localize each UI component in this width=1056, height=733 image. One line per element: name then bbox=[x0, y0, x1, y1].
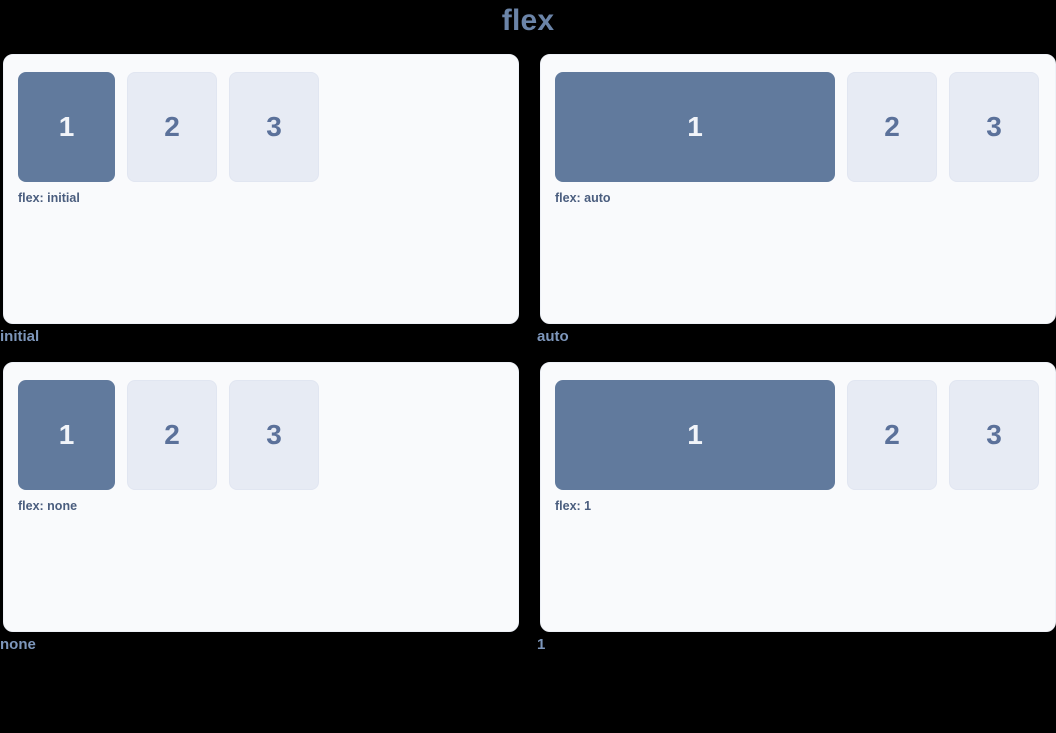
flex-item-2: 2 bbox=[847, 380, 937, 490]
demo-caption-initial: flex: initial bbox=[18, 191, 80, 205]
flex-item-1: 1 bbox=[555, 380, 835, 490]
demo-initial: 1 2 3 flex: initial initial bbox=[0, 54, 519, 346]
flex-item-3: 3 bbox=[949, 72, 1039, 182]
demo-label-none: none bbox=[0, 636, 36, 653]
flex-item-1: 1 bbox=[18, 380, 115, 490]
demo-auto: 1 2 3 flex: auto auto bbox=[537, 54, 1056, 346]
demo-label-initial: initial bbox=[0, 328, 40, 345]
demo-card-one: 1 2 3 flex: 1 bbox=[540, 362, 1056, 632]
flex-container-none: 1 2 3 bbox=[18, 380, 502, 490]
demo-none: 1 2 3 flex: none none bbox=[0, 362, 519, 654]
flex-item-1: 1 bbox=[18, 72, 115, 182]
flex-container-auto: 1 2 3 bbox=[555, 72, 1039, 182]
flex-item-1: 1 bbox=[555, 72, 835, 182]
flex-item-3: 3 bbox=[229, 72, 319, 182]
demo-caption-auto: flex: auto bbox=[555, 191, 611, 205]
demo-label-one: 1 bbox=[537, 636, 546, 653]
flex-item-2: 2 bbox=[127, 72, 217, 182]
flex-item-3: 3 bbox=[229, 380, 319, 490]
demo-card-initial: 1 2 3 flex: initial bbox=[3, 54, 519, 324]
page-title: flex bbox=[501, 4, 555, 37]
flex-item-2: 2 bbox=[127, 380, 217, 490]
demo-caption-one: flex: 1 bbox=[555, 499, 592, 513]
demo-grid: 1 2 3 flex: initial initial 1 2 3 flex: … bbox=[0, 54, 1056, 654]
demo-card-auto: 1 2 3 flex: auto bbox=[540, 54, 1056, 324]
demo-card-none: 1 2 3 flex: none bbox=[3, 362, 519, 632]
demo-one: 1 2 3 flex: 1 1 bbox=[537, 362, 1056, 654]
flex-container-one: 1 2 3 bbox=[555, 380, 1039, 490]
demo-label-auto: auto bbox=[537, 328, 569, 345]
flex-container-initial: 1 2 3 bbox=[18, 72, 502, 182]
flex-item-2: 2 bbox=[847, 72, 937, 182]
demo-caption-none: flex: none bbox=[18, 499, 78, 513]
flex-item-3: 3 bbox=[949, 380, 1039, 490]
